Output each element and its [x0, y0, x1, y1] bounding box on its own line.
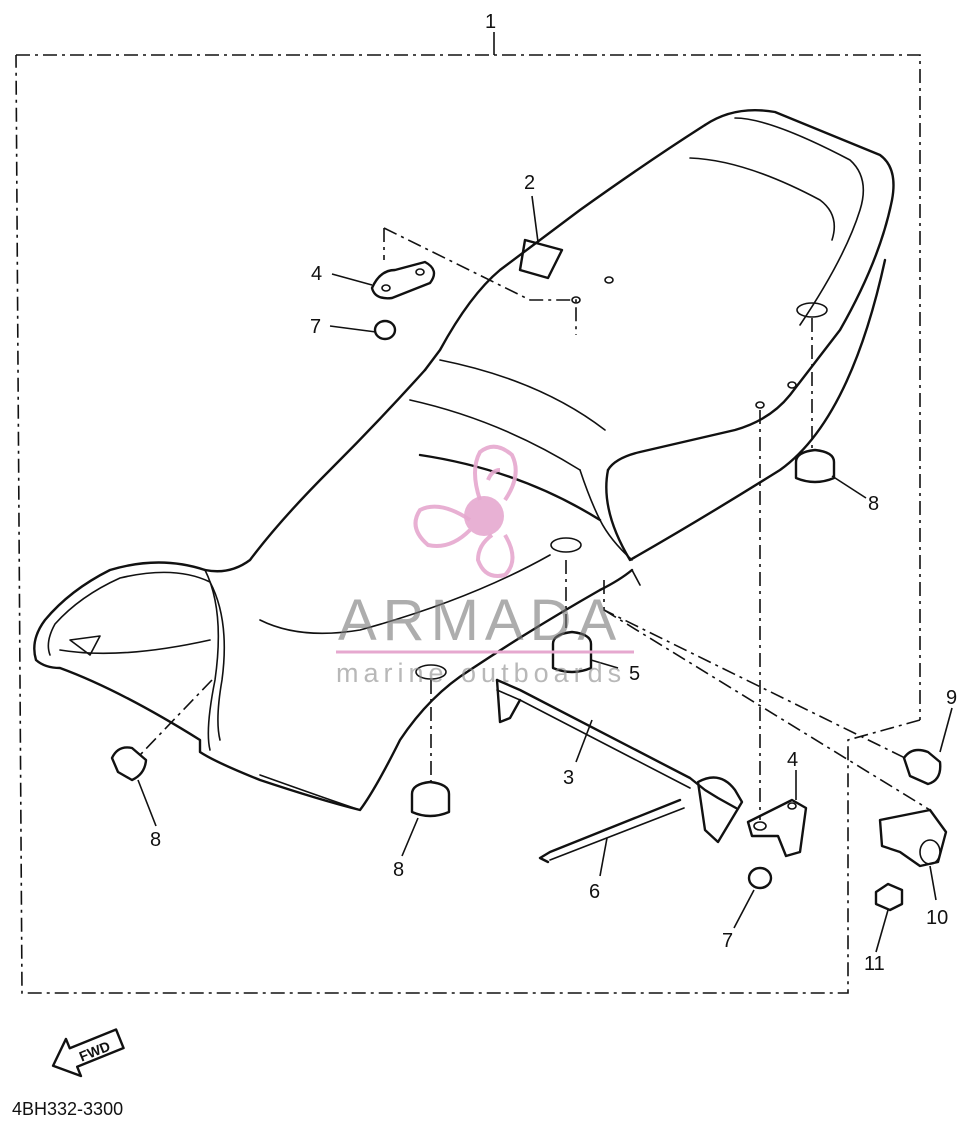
callout-2: 2: [524, 172, 535, 194]
leader-lines: [137, 195, 953, 953]
watermark: ARMADA marine outboards: [336, 444, 634, 688]
damper-nose: [110, 746, 148, 782]
fwd-arrow: FWD: [51, 1028, 125, 1078]
callout-8-front: 8: [393, 859, 404, 881]
callout-8-rear: 8: [868, 493, 879, 515]
seat-body: [33, 109, 895, 812]
callout-3: 3: [563, 767, 574, 789]
damper-center: [551, 630, 593, 674]
callout-4-rear: 4: [787, 749, 798, 771]
callout-9: 9: [946, 687, 957, 709]
callout-4-front: 4: [311, 263, 322, 285]
release-wire: [538, 798, 682, 864]
seat-lock: [878, 808, 948, 868]
seat-strap: [518, 238, 564, 280]
callout-7-rear: 7: [722, 930, 733, 952]
callout-1: 1: [485, 11, 496, 33]
damper-front: [410, 780, 451, 818]
diagram-code: 4BH332-3300: [12, 1099, 123, 1119]
bracket-front: [370, 260, 436, 300]
callout-7-front: 7: [310, 316, 321, 338]
watermark-propeller-icon: [413, 444, 518, 578]
bracket-rear: [746, 798, 808, 858]
hardware: [110, 238, 948, 912]
assembly-boundary: [15, 32, 921, 994]
watermark-hub: [464, 496, 504, 536]
nut-rear: [747, 866, 773, 890]
watermark-brand: ARMADA: [338, 588, 622, 653]
callouts: 1 2 3 4 4 5 6 7 7 8 8 8 9 10 11: [150, 11, 957, 975]
callout-5: 5: [629, 663, 640, 685]
grommet: [902, 748, 942, 786]
callout-8-nose: 8: [150, 829, 161, 851]
callout-10: 10: [926, 907, 948, 929]
nut-front: [373, 319, 397, 341]
watermark-tagline: marine outboards: [336, 658, 626, 688]
callout-11: 11: [864, 953, 885, 975]
damper-rear: [794, 448, 836, 484]
assembly-guides: [139, 227, 931, 820]
callout-6: 6: [589, 881, 600, 903]
lock-nut: [874, 882, 904, 912]
